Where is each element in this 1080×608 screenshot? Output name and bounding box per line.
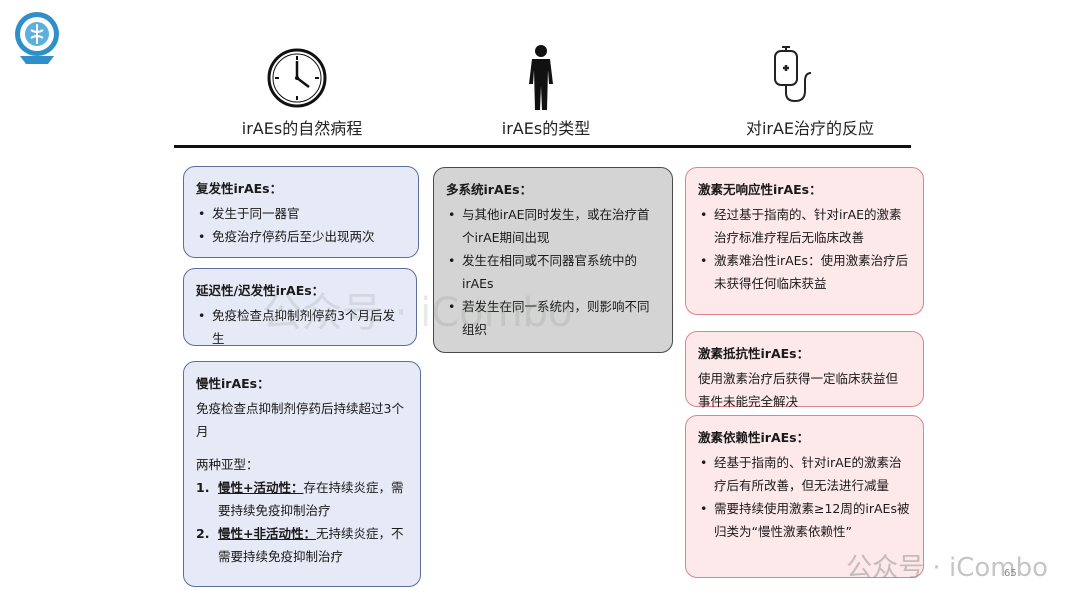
unresponsive-item: 经过基于指南的、针对irAE的激素治疗标准疗程后无临床改善 bbox=[698, 203, 911, 249]
human-body-icon bbox=[526, 44, 556, 116]
recurrent-irae-card: 复发性irAEs： 发生于同一器官 免疫治疗停药后至少出现两次 bbox=[183, 166, 419, 258]
resistant-desc: 使用激素治疗后获得一定临床获益但事件未能完全解决 bbox=[698, 371, 899, 409]
delayed-title: 延迟性/迟发性irAEs： bbox=[196, 283, 325, 298]
recurrent-title: 复发性irAEs： bbox=[196, 181, 283, 196]
chronic-subtitle: 两种亚型： bbox=[196, 457, 259, 472]
delayed-item: 免疫检查点抑制剂停药3个月后发生 bbox=[196, 304, 402, 350]
chronic-title: 慢性irAEs： bbox=[196, 376, 270, 391]
chronic-subtype-inactive: 2.慢性+非活动性：无持续炎症，不需要持续免疫抑制治疗 bbox=[196, 526, 404, 564]
dependent-title: 激素依赖性irAEs： bbox=[698, 430, 810, 445]
unresponsive-title: 激素无响应性irAEs： bbox=[698, 182, 822, 197]
steroid-resistant-card: 激素抵抗性irAEs： 使用激素治疗后获得一定临床获益但事件未能完全解决 bbox=[685, 331, 924, 409]
multisystem-item: 发生在相同或不同器官系统中的irAEs bbox=[446, 249, 660, 295]
chronic-desc: 免疫检查点抑制剂停药后持续超过3个月 bbox=[196, 401, 404, 439]
chronic-subtype-active: 1.慢性+活动性：存在持续炎症，需要持续免疫抑制治疗 bbox=[196, 480, 404, 518]
unresponsive-item: 激素难治性irAEs：使用激素治疗后未获得任何临床获益 bbox=[698, 249, 911, 295]
chronic-irae-card: 慢性irAEs： 免疫检查点抑制剂停药后持续超过3个月 两种亚型： 1.慢性+活… bbox=[183, 361, 421, 587]
steroid-dependent-card: 激素依赖性irAEs： 经基于指南的、针对irAE的激素治疗后有所改善，但无法进… bbox=[685, 415, 924, 578]
dependent-item: 需要持续使用激素≥12周的irAEs被归类为“慢性激素依赖性” bbox=[698, 497, 911, 543]
multisystem-item: 若发生在同一系统内，则影响不同组织 bbox=[446, 295, 660, 341]
recurrent-item: 免疫治疗停药后至少出现两次 bbox=[196, 225, 406, 248]
multisystem-title: 多系统irAEs： bbox=[446, 182, 533, 197]
delayed-irae-card: 延迟性/迟发性irAEs： 免疫检查点抑制剂停药3个月后发生 bbox=[183, 268, 417, 346]
header-types: irAEs的类型 bbox=[501, 119, 591, 138]
header-natural-course: irAEs的自然病程 bbox=[241, 119, 363, 138]
dependent-item: 经基于指南的、针对irAE的激素治疗后有所改善，但无法进行减量 bbox=[698, 451, 911, 497]
multisystem-irae-card: 多系统irAEs： 与其他irAE同时发生，或在治疗首个irAE期间出现 发生在… bbox=[433, 167, 673, 353]
header-divider bbox=[174, 145, 911, 148]
iv-drip-icon bbox=[771, 45, 815, 115]
corner-watermark: 公众号 · iCombo bbox=[846, 553, 1048, 583]
hospital-logo-icon bbox=[12, 10, 62, 70]
recurrent-item: 发生于同一器官 bbox=[196, 202, 406, 225]
header-treatment-response: 对irAE治疗的反应 bbox=[745, 119, 875, 138]
resistant-title: 激素抵抗性irAEs： bbox=[698, 346, 810, 361]
multisystem-item: 与其他irAE同时发生，或在治疗首个irAE期间出现 bbox=[446, 203, 660, 249]
clock-icon bbox=[266, 47, 328, 113]
page-number: 65 bbox=[1004, 568, 1017, 579]
steroid-unresponsive-card: 激素无响应性irAEs： 经过基于指南的、针对irAE的激素治疗标准疗程后无临床… bbox=[685, 167, 924, 315]
